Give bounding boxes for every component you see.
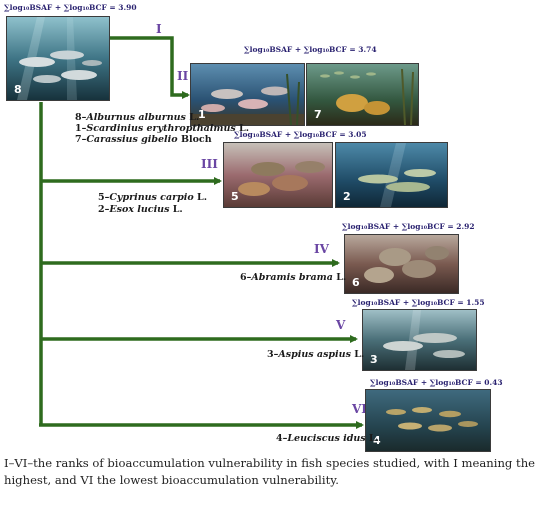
formula-rank-V: ∑log₁₀BSAF + ∑log₁₀BCF = 1.55 — [352, 298, 485, 307]
species-label-1: 1–Scardinius erythropthalmus L. — [75, 123, 250, 134]
photo-number-7: 7 — [314, 108, 322, 121]
photo-fish-8: 8 — [6, 16, 110, 101]
photo-number-6: 6 — [352, 276, 360, 289]
rank-label-V: V — [336, 318, 346, 332]
formula-rank-III: ∑log₁₀BSAF + ∑log₁₀BCF = 3.05 — [234, 130, 367, 139]
rank-label-VI: VI — [352, 402, 367, 416]
rank-label-III: III — [201, 157, 218, 171]
species-label-8: 8–Alburnus alburnus L. — [75, 112, 200, 123]
photo-fish-4: 4 — [365, 389, 491, 452]
photo-number-1: 1 — [198, 108, 206, 121]
formula-rank-I: ∑log₁₀BSAF + ∑log₁₀BCF = 3.90 — [4, 3, 137, 12]
photo-number-8: 8 — [14, 83, 22, 96]
rank-label-I: I — [156, 22, 162, 36]
photo-number-4: 4 — [373, 434, 381, 447]
photo-fish-3: 3 — [362, 309, 477, 371]
species-label-7: 7–Carassius gibelio Bloch — [75, 134, 212, 145]
photo-fish-6: 6 — [344, 234, 459, 294]
photo-number-5: 5 — [231, 190, 239, 203]
rank-label-IV: IV — [314, 242, 329, 256]
species-label-6: 6–Abramis brama L. — [240, 272, 347, 283]
arrow-rank-I — [108, 36, 190, 99]
figure-caption: I–VI–the ranks of bioaccumulation vulner… — [4, 456, 536, 487]
formula-rank-VI: ∑log₁₀BSAF + ∑log₁₀BCF = 0.43 — [370, 378, 503, 387]
rank-label-II: II — [177, 69, 189, 83]
species-label-4: 4–Leuciscus idus L. — [276, 433, 379, 444]
photo-fish-1: 1 — [190, 63, 305, 126]
photo-fish-5: 5 — [223, 142, 333, 208]
photo-fish-2: 2 — [335, 142, 448, 208]
species-label-5: 5–Cyprinus carpio L. — [98, 192, 208, 203]
photo-fish-7: 7 — [306, 63, 419, 126]
species-label-2: 2–Esox lucius L. — [98, 204, 183, 215]
formula-rank-II: ∑log₁₀BSAF + ∑log₁₀BCF = 3.74 — [244, 45, 377, 54]
photo-number-3: 3 — [370, 353, 378, 366]
formula-rank-IV: ∑log₁₀BSAF + ∑log₁₀BCF = 2.92 — [342, 222, 475, 231]
species-label-3: 3–Aspius aspius L. — [267, 349, 365, 360]
photo-number-2: 2 — [343, 190, 351, 203]
